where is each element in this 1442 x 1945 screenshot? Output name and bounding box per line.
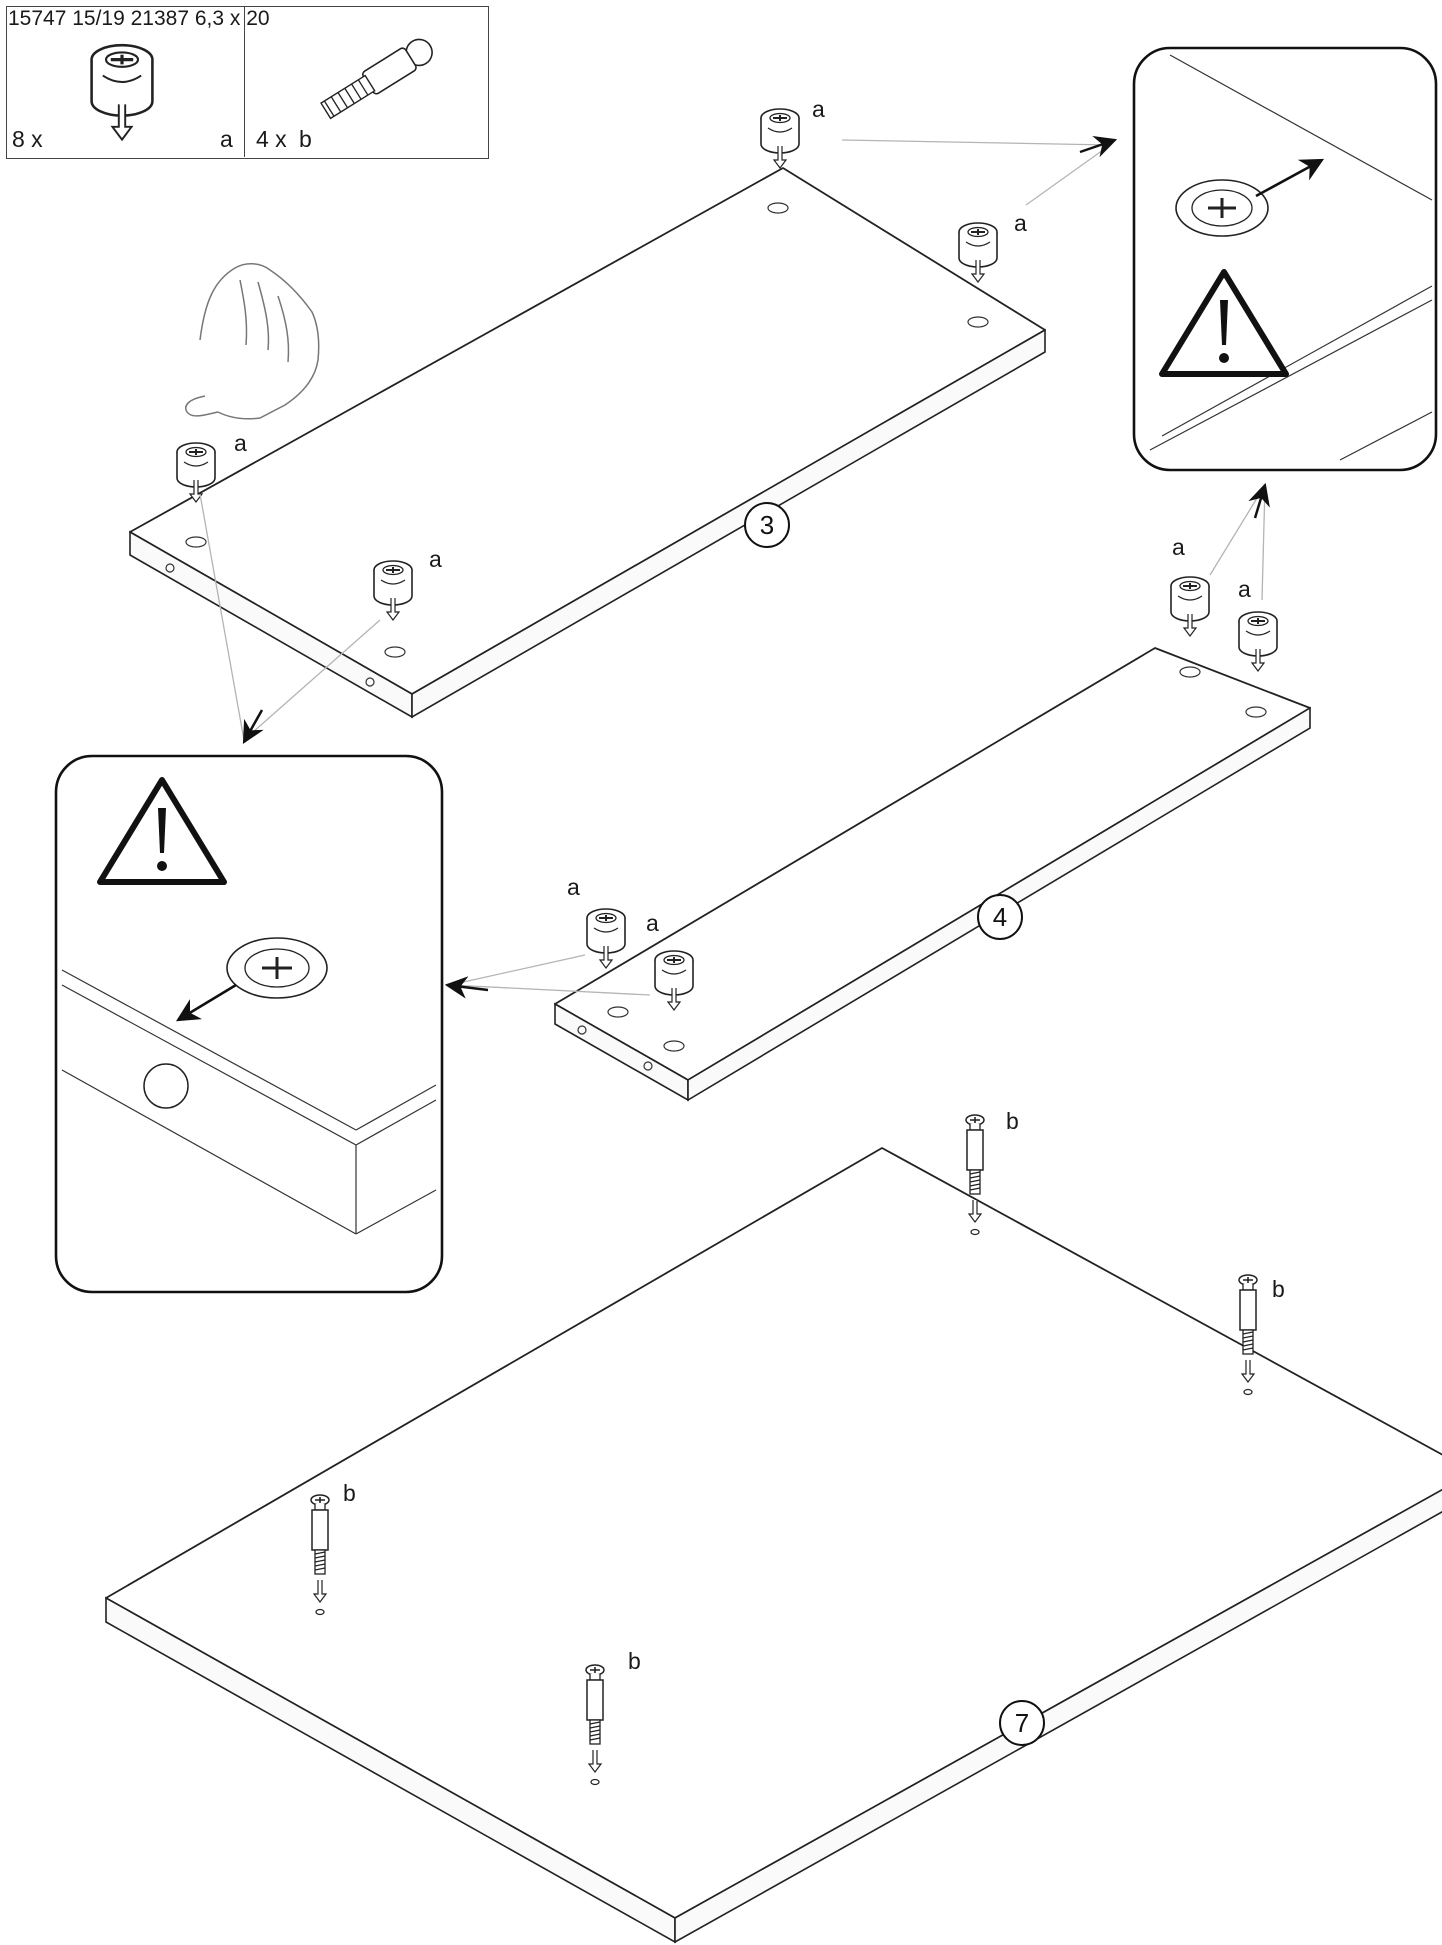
part-a-quantity: 8 x [12, 126, 43, 152]
board-number-7: 7 [999, 1700, 1045, 1746]
fitting-label-a: a [812, 96, 825, 122]
cam-top-view [1175, 179, 1269, 237]
fitting-label-b: b [343, 1480, 356, 1506]
cam-fitting [1170, 576, 1210, 637]
part-b-quantity: 4 x [256, 126, 287, 152]
pointer-arrows [242, 135, 1270, 999]
guide-lines [199, 139, 1266, 996]
cam-dowel-bolt-icon [320, 38, 433, 120]
board-7 [105, 1147, 1442, 1944]
svg-text:3: 3 [760, 510, 774, 540]
fitting-label-a: a [1238, 576, 1251, 602]
board-number-4: 4 [977, 894, 1023, 940]
fitting-label-b: b [628, 1648, 641, 1674]
fitting-label-a: a [1172, 534, 1185, 560]
warning-triangle-icon [97, 777, 227, 885]
fitting-label-b: b [1006, 1108, 1019, 1134]
fitting-label-a: a [646, 910, 659, 936]
parts-box-divider [244, 6, 245, 157]
cam-fitting [1238, 611, 1278, 672]
cam-fitting [760, 108, 800, 169]
svg-text:7: 7 [1015, 1708, 1029, 1738]
fitting-label-a: a [567, 874, 580, 900]
board-4 [554, 647, 1311, 1102]
board-number-3: 3 [744, 502, 790, 548]
fitting-label-a: a [429, 546, 442, 572]
fitting-label-a: a [234, 430, 247, 456]
cam-fitting [586, 908, 626, 969]
cam-fitting [958, 222, 998, 283]
detail-panel-left [54, 754, 444, 1294]
part-b-letter: b [299, 126, 312, 152]
hand-illustration [185, 263, 320, 420]
part-a-letter: a [220, 126, 233, 152]
fitting-label-b: b [1272, 1276, 1285, 1302]
warning-triangle-icon [1159, 269, 1289, 377]
board-3 [129, 167, 1046, 719]
detail-panel-right [1132, 46, 1438, 472]
svg-text:4: 4 [993, 902, 1007, 932]
cam-lock-fitting-icon [89, 43, 154, 142]
cam-top-view [226, 937, 328, 999]
parts-codes: 15747 15/19 21387 6,3 x 20 [8, 7, 270, 30]
fitting-label-a: a [1014, 210, 1027, 236]
parts-box [6, 6, 489, 159]
